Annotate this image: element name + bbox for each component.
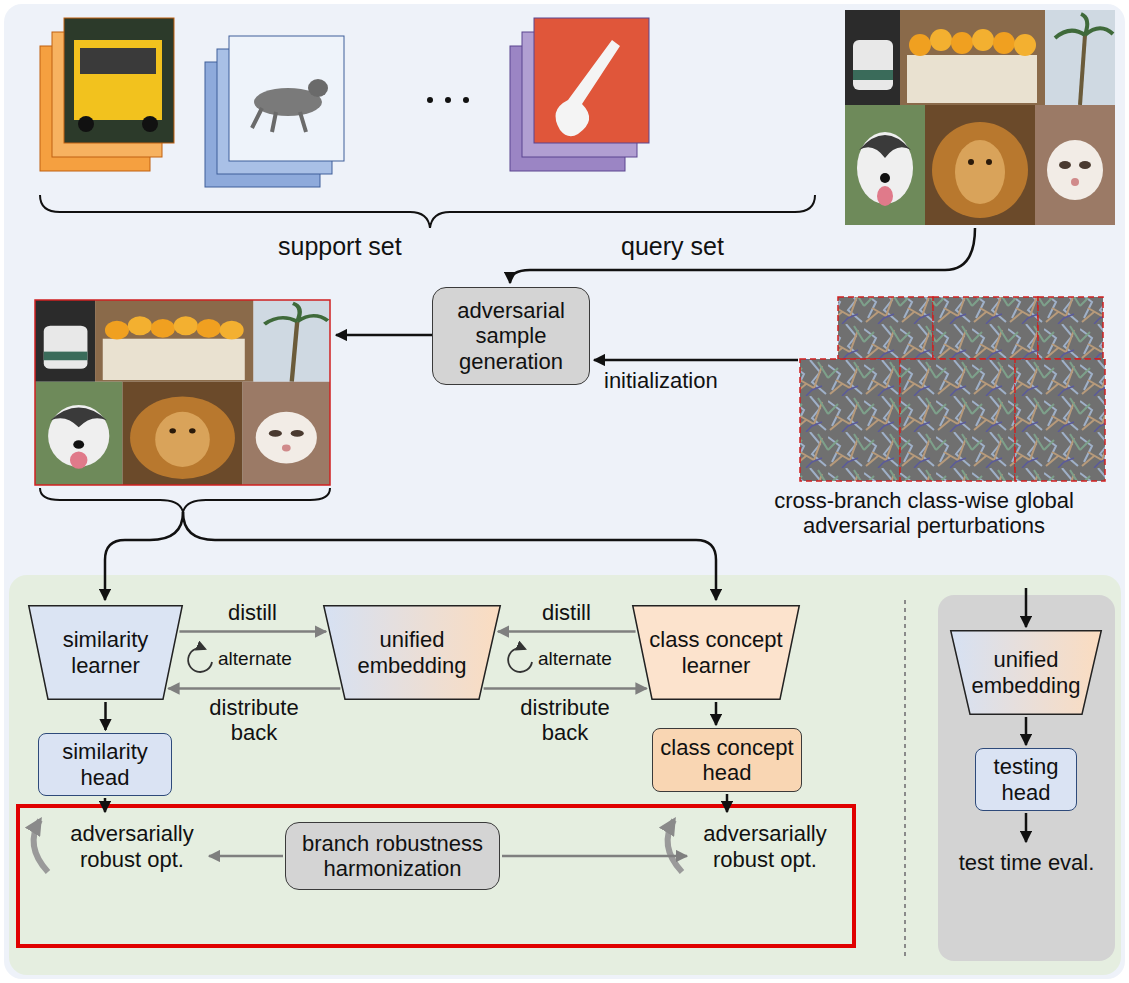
- robust-opt-loop: [668, 820, 682, 872]
- branch-arrow: [105, 512, 183, 600]
- support-stack-orange: [40, 18, 174, 171]
- head-box: similarity head: [38, 733, 172, 796]
- alternate-loop: [508, 648, 532, 672]
- edge-label: distill: [542, 600, 591, 625]
- top-panel: [4, 4, 1125, 979]
- perturbation-images: [800, 297, 1105, 481]
- connector-arrow: [104, 798, 107, 812]
- connector-arrow: [726, 794, 729, 812]
- test-panel: [938, 595, 1115, 961]
- trapezoid-shape: [29, 606, 183, 700]
- alternate-loop: [188, 648, 212, 672]
- free-label: support set: [278, 232, 402, 261]
- test-input-arrow: [1025, 588, 1028, 627]
- ellipsis-dots: [427, 97, 469, 103]
- node-text: class concept learner: [646, 627, 786, 678]
- node-text: branch robustness harmonization: [292, 831, 493, 882]
- step-text: adversarially robust opt.: [690, 815, 840, 878]
- node-text: unified embedding: [964, 647, 1088, 698]
- connector-arrow: [1025, 717, 1028, 745]
- free-label: alternate: [218, 648, 292, 670]
- head-box: testing head: [975, 748, 1077, 811]
- robust-opt-loop: [34, 820, 48, 872]
- node-text: similarity head: [45, 739, 165, 790]
- connector-arrow: [209, 855, 283, 858]
- generation-arrow: [336, 334, 432, 337]
- free-label: alternate: [538, 648, 612, 670]
- edge-label: distill: [228, 600, 277, 625]
- node-text: adversarially robust opt.: [60, 821, 204, 872]
- trapezoid-shape: [951, 631, 1102, 715]
- connector-arrow: [498, 630, 636, 633]
- node-text: test time eval.: [959, 850, 1095, 875]
- free-label: cross-branch class-wise global adversari…: [728, 488, 1120, 539]
- node-text: class concept head: [659, 735, 795, 786]
- connector-arrow: [715, 702, 718, 725]
- embedding-trapezoid: unified embedding: [950, 630, 1102, 715]
- process-box: branch robustness harmonization: [285, 822, 500, 890]
- node-text: adversarial sample generation: [439, 298, 583, 374]
- branch-arrow: [183, 512, 716, 600]
- query-images: [845, 10, 1115, 225]
- head-box: class concept head: [652, 728, 802, 792]
- process-box: adversarial sample generation: [432, 287, 590, 385]
- connector-arrow: [1025, 813, 1028, 842]
- learner-trapezoid: similarity learner: [28, 605, 183, 700]
- trapezoid-shape: [324, 606, 501, 700]
- adversarial-outline: [35, 300, 330, 485]
- node-text: similarity learner: [42, 627, 169, 678]
- edge-label: distribute back: [500, 695, 630, 746]
- edge-label: distribute back: [189, 695, 319, 746]
- connector-arrow: [168, 687, 340, 690]
- support-stack-blue: [205, 36, 344, 187]
- step-text: test time eval.: [945, 845, 1108, 881]
- connector-arrow: [104, 702, 107, 730]
- free-label: initialization: [604, 368, 718, 393]
- free-label: query set: [621, 232, 724, 261]
- adversarial-brace: [40, 488, 330, 512]
- adversarial-images: [35, 300, 330, 485]
- connector-arrow: [502, 855, 687, 858]
- support-stack-purple: [510, 18, 649, 171]
- query-arrow: [510, 228, 975, 283]
- divider-line: [904, 600, 906, 960]
- support-brace: [40, 195, 815, 228]
- connector-arrow: [179, 630, 326, 633]
- highlight-box: [18, 806, 854, 946]
- node-text: unified embedding: [338, 627, 486, 678]
- step-text: adversarially robust opt.: [58, 815, 206, 878]
- embedding-trapezoid: unified embedding: [323, 605, 501, 700]
- node-text: testing head: [982, 754, 1070, 805]
- initialization-arrow: [594, 359, 798, 362]
- training-panel: [9, 575, 1121, 975]
- trapezoid-shape: [633, 606, 800, 700]
- learner-trapezoid: class concept learner: [632, 605, 800, 700]
- node-text: adversarially robust opt.: [692, 821, 838, 872]
- connector-arrow: [484, 687, 647, 690]
